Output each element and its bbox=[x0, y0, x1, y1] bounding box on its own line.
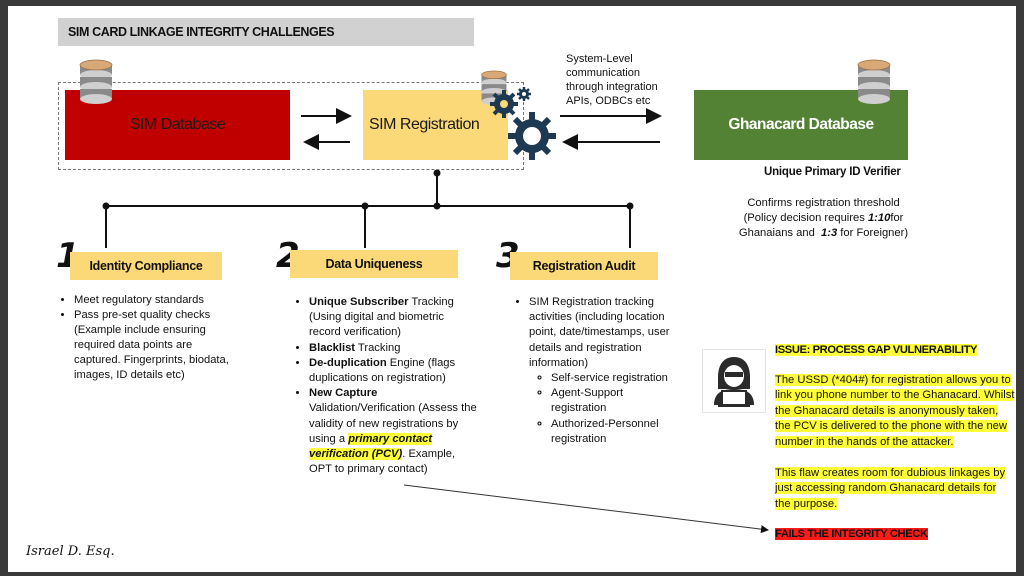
integrity-verdict-badge: FAILS THE INTEGRITY CHECK bbox=[775, 528, 928, 541]
item-text: Engine (flags duplications on registrati… bbox=[309, 356, 456, 385]
issue-description: The USSD (*404#) for registration allows… bbox=[775, 373, 1015, 448]
sub-list-item: Self-service registration bbox=[551, 371, 680, 386]
verifier-line3: Ghanaians and 1:3 for Foreigner) bbox=[716, 226, 931, 241]
bold-term: De-duplication bbox=[309, 356, 387, 369]
bold-term: New Capture bbox=[309, 387, 378, 400]
issue-panel: ISSUE: PROCESS GAP VULNERABILITY The USS… bbox=[775, 343, 1015, 543]
connector-lines bbox=[102, 108, 769, 534]
list-item: Unique Subscriber Tracking (Using digita… bbox=[309, 295, 477, 341]
issue-consequence: This flaw creates room for dubious linka… bbox=[775, 466, 1006, 510]
ghanacard-database-label: Ghanacard Database bbox=[728, 116, 874, 133]
sub-list-item: Agent-Support registration bbox=[551, 386, 680, 416]
list-item: Blacklist Tracking bbox=[309, 341, 477, 356]
verifier-text: (Policy decision requires bbox=[743, 212, 868, 224]
sim-database-label: SIM Database bbox=[129, 116, 226, 133]
arrow-to-issue bbox=[403, 484, 769, 534]
item-text: Tracking (Using digital and biometric re… bbox=[309, 296, 454, 339]
data-uniqueness-label: Data Uniqueness bbox=[290, 250, 458, 278]
list-item: SIM Registration tracking activities (in… bbox=[529, 295, 680, 447]
verifier-text: for Foreigner) bbox=[837, 227, 909, 239]
signature: Israel D. Esq. bbox=[26, 544, 115, 559]
data-uniqueness-list: Unique Subscriber Tracking (Using digita… bbox=[295, 295, 477, 477]
verifier-title: Unique Primary ID Verifier bbox=[764, 166, 901, 178]
database-icon bbox=[79, 59, 113, 104]
sub-list-item: Authorized-Personnel registration bbox=[551, 417, 680, 447]
item-text: SIM Registration tracking activities (in… bbox=[529, 296, 670, 369]
verifier-line2: (Policy decision requires 1:10for bbox=[716, 211, 931, 226]
verifier-text: Ghanaians and bbox=[738, 227, 822, 239]
bold-term: Blacklist bbox=[309, 341, 356, 354]
list-item: Meet regulatory standards bbox=[74, 293, 230, 308]
list-item: New Capture Validation/Verification (Ass… bbox=[309, 386, 477, 477]
item-text: Validation/Verification (Assess the vali… bbox=[309, 402, 477, 445]
verifier-note: Confirms registration threshold (Policy … bbox=[716, 196, 931, 241]
page-title: SIM CARD LINKAGE INTEGRITY CHALLENGES bbox=[58, 18, 474, 46]
bold-term: Unique Subscriber bbox=[309, 296, 409, 308]
verifier-text: for bbox=[890, 212, 904, 224]
item-text: . Example, OPT to primary contact) bbox=[309, 448, 456, 476]
list-item: De-duplication Engine (flags duplication… bbox=[309, 356, 477, 386]
verifier-line1: Confirms registration threshold bbox=[747, 197, 900, 209]
ratio-ghanaians: 1:10 bbox=[867, 212, 891, 224]
identity-compliance-list: Meet regulatory standards Pass pre-set q… bbox=[60, 293, 230, 383]
registration-audit-list: SIM Registration tracking activities (in… bbox=[515, 295, 680, 447]
item-text: Tracking bbox=[355, 341, 401, 354]
system-note-line: APIs, ODBCs etc bbox=[566, 95, 651, 107]
issue-heading: ISSUE: PROCESS GAP VULNERABILITY bbox=[775, 344, 978, 356]
ratio-foreigner: 1:3 bbox=[821, 227, 838, 239]
slide: SIM CARD LINKAGE INTEGRITY CHALLENGES SI… bbox=[8, 6, 1016, 572]
registration-audit-label: Registration Audit bbox=[510, 252, 658, 280]
hacker-icon bbox=[702, 349, 766, 413]
system-note: System-Level communication through integ… bbox=[566, 52, 676, 108]
sim-registration-label: SIM Registration bbox=[369, 116, 480, 133]
identity-compliance-label: Identity Compliance bbox=[70, 252, 222, 280]
system-note-line: communication bbox=[566, 67, 640, 79]
gear-icon bbox=[490, 87, 556, 160]
database-icon bbox=[857, 59, 891, 104]
system-note-line: through integration bbox=[566, 81, 658, 93]
system-note-line: System-Level bbox=[566, 53, 633, 65]
list-item: Pass pre-set quality checks (Example inc… bbox=[74, 308, 230, 383]
